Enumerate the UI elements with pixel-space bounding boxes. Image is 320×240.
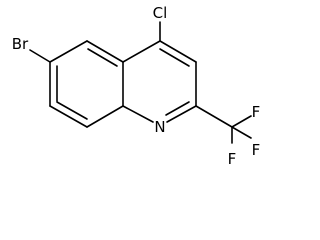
atom-label-fluorine-1: F [252, 103, 261, 121]
bond-c6-c5 [49, 40, 88, 63]
atom-label-chlorine: Cl [153, 4, 168, 22]
bond-c8a-c8 [86, 105, 124, 128]
atom-label-bromine: Br [12, 35, 29, 53]
bond-c4-c3 [159, 40, 197, 63]
bond-c4-c3-double [159, 48, 190, 67]
bond-c2-n1-double [165, 101, 190, 116]
bond-c2-n1 [166, 105, 197, 123]
atom-label-fluorine-3: F [228, 150, 237, 168]
bond-c5-c4a-double [87, 48, 118, 67]
bond-c8-c7 [49, 105, 88, 128]
bond-n1-c8a [122, 105, 154, 123]
bond-cf3-f2 [231, 126, 252, 139]
atom-label-fluorine-2: F [252, 141, 261, 159]
bond-c2-cf3 [195, 105, 233, 128]
atom-labels: Br Cl N F F F [12, 4, 261, 168]
bonds [29, 21, 252, 144]
quinoline-structure-diagram: Br Cl N F F F [12, 4, 261, 168]
bond-c4a-c4 [122, 40, 161, 63]
bond-cf3-f1 [231, 115, 252, 128]
bond-c6-br [29, 49, 51, 63]
atom-label-nitrogen: N [154, 118, 165, 136]
bond-c8-c7-double [56, 101, 88, 120]
bond-c5-c4a [86, 40, 124, 63]
